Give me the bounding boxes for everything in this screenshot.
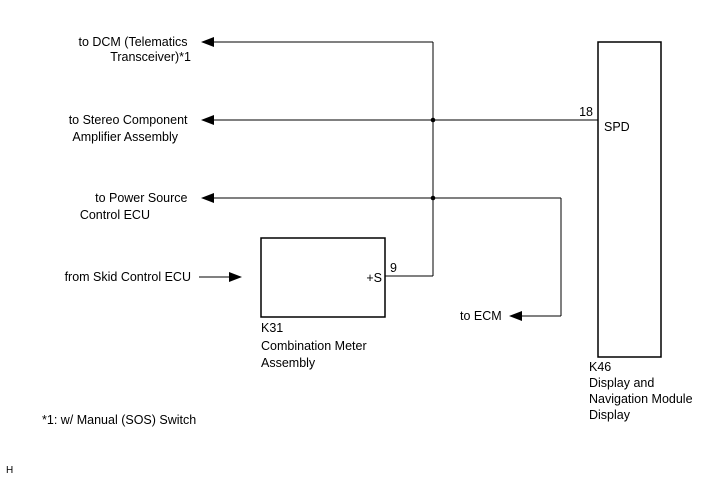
power-source-arrow-icon <box>201 193 214 203</box>
footnote: *1: w/ Manual (SOS) Switch <box>42 413 196 427</box>
dcm-label-line-2: Transceiver)*1 <box>110 50 191 64</box>
meter-caption: K31 Combination Meter Assembly <box>261 321 370 370</box>
meter-terminal-label: +S <box>366 271 382 285</box>
nav-caption: K46 Display and Navigation Module Displa… <box>589 360 696 422</box>
arrowheads <box>201 37 522 321</box>
meter-pin-number: 9 <box>390 261 397 275</box>
stereo-arrow-icon <box>201 115 214 125</box>
nav-terminal-label: SPD <box>604 120 630 134</box>
nav-name-line-2: Navigation Module <box>589 392 693 406</box>
power-source-label-line-1: to Power Source <box>95 191 187 205</box>
power-source-label: to Power Source Control ECU <box>80 191 191 222</box>
nav-pin-number: 18 <box>579 105 593 119</box>
stereo-junction-dot <box>430 117 436 123</box>
power-source-label-line-2: Control ECU <box>80 208 150 222</box>
wires <box>199 41 598 317</box>
corner-mark: H <box>6 465 13 476</box>
power-source-junction-dot <box>430 195 436 201</box>
dcm-arrow-icon <box>201 37 214 47</box>
combination-meter-box <box>260 237 386 318</box>
dcm-label: to DCM (Telematics Transceiver)*1 <box>78 35 191 64</box>
nav-code: K46 <box>589 360 611 374</box>
ecm-arrow-icon <box>509 311 522 321</box>
nav-name-line-3: Display <box>589 408 631 422</box>
skid-input-arrow-icon <box>229 272 242 282</box>
stereo-label-line-1: to Stereo Component <box>69 113 188 127</box>
navigation-module-box <box>597 41 662 358</box>
meter-name-line-2: Assembly <box>261 356 316 370</box>
ecm-label: to ECM <box>460 309 502 323</box>
meter-code: K31 <box>261 321 283 335</box>
stereo-label-line-2: Amplifier Assembly <box>72 130 178 144</box>
stereo-label: to Stereo Component Amplifier Assembly <box>69 113 191 144</box>
dcm-label-line-1: to DCM (Telematics <box>78 35 187 49</box>
meter-name-line-1: Combination Meter <box>261 339 367 353</box>
nav-name-line-1: Display and <box>589 376 654 390</box>
skid-control-label: from Skid Control ECU <box>65 270 191 284</box>
